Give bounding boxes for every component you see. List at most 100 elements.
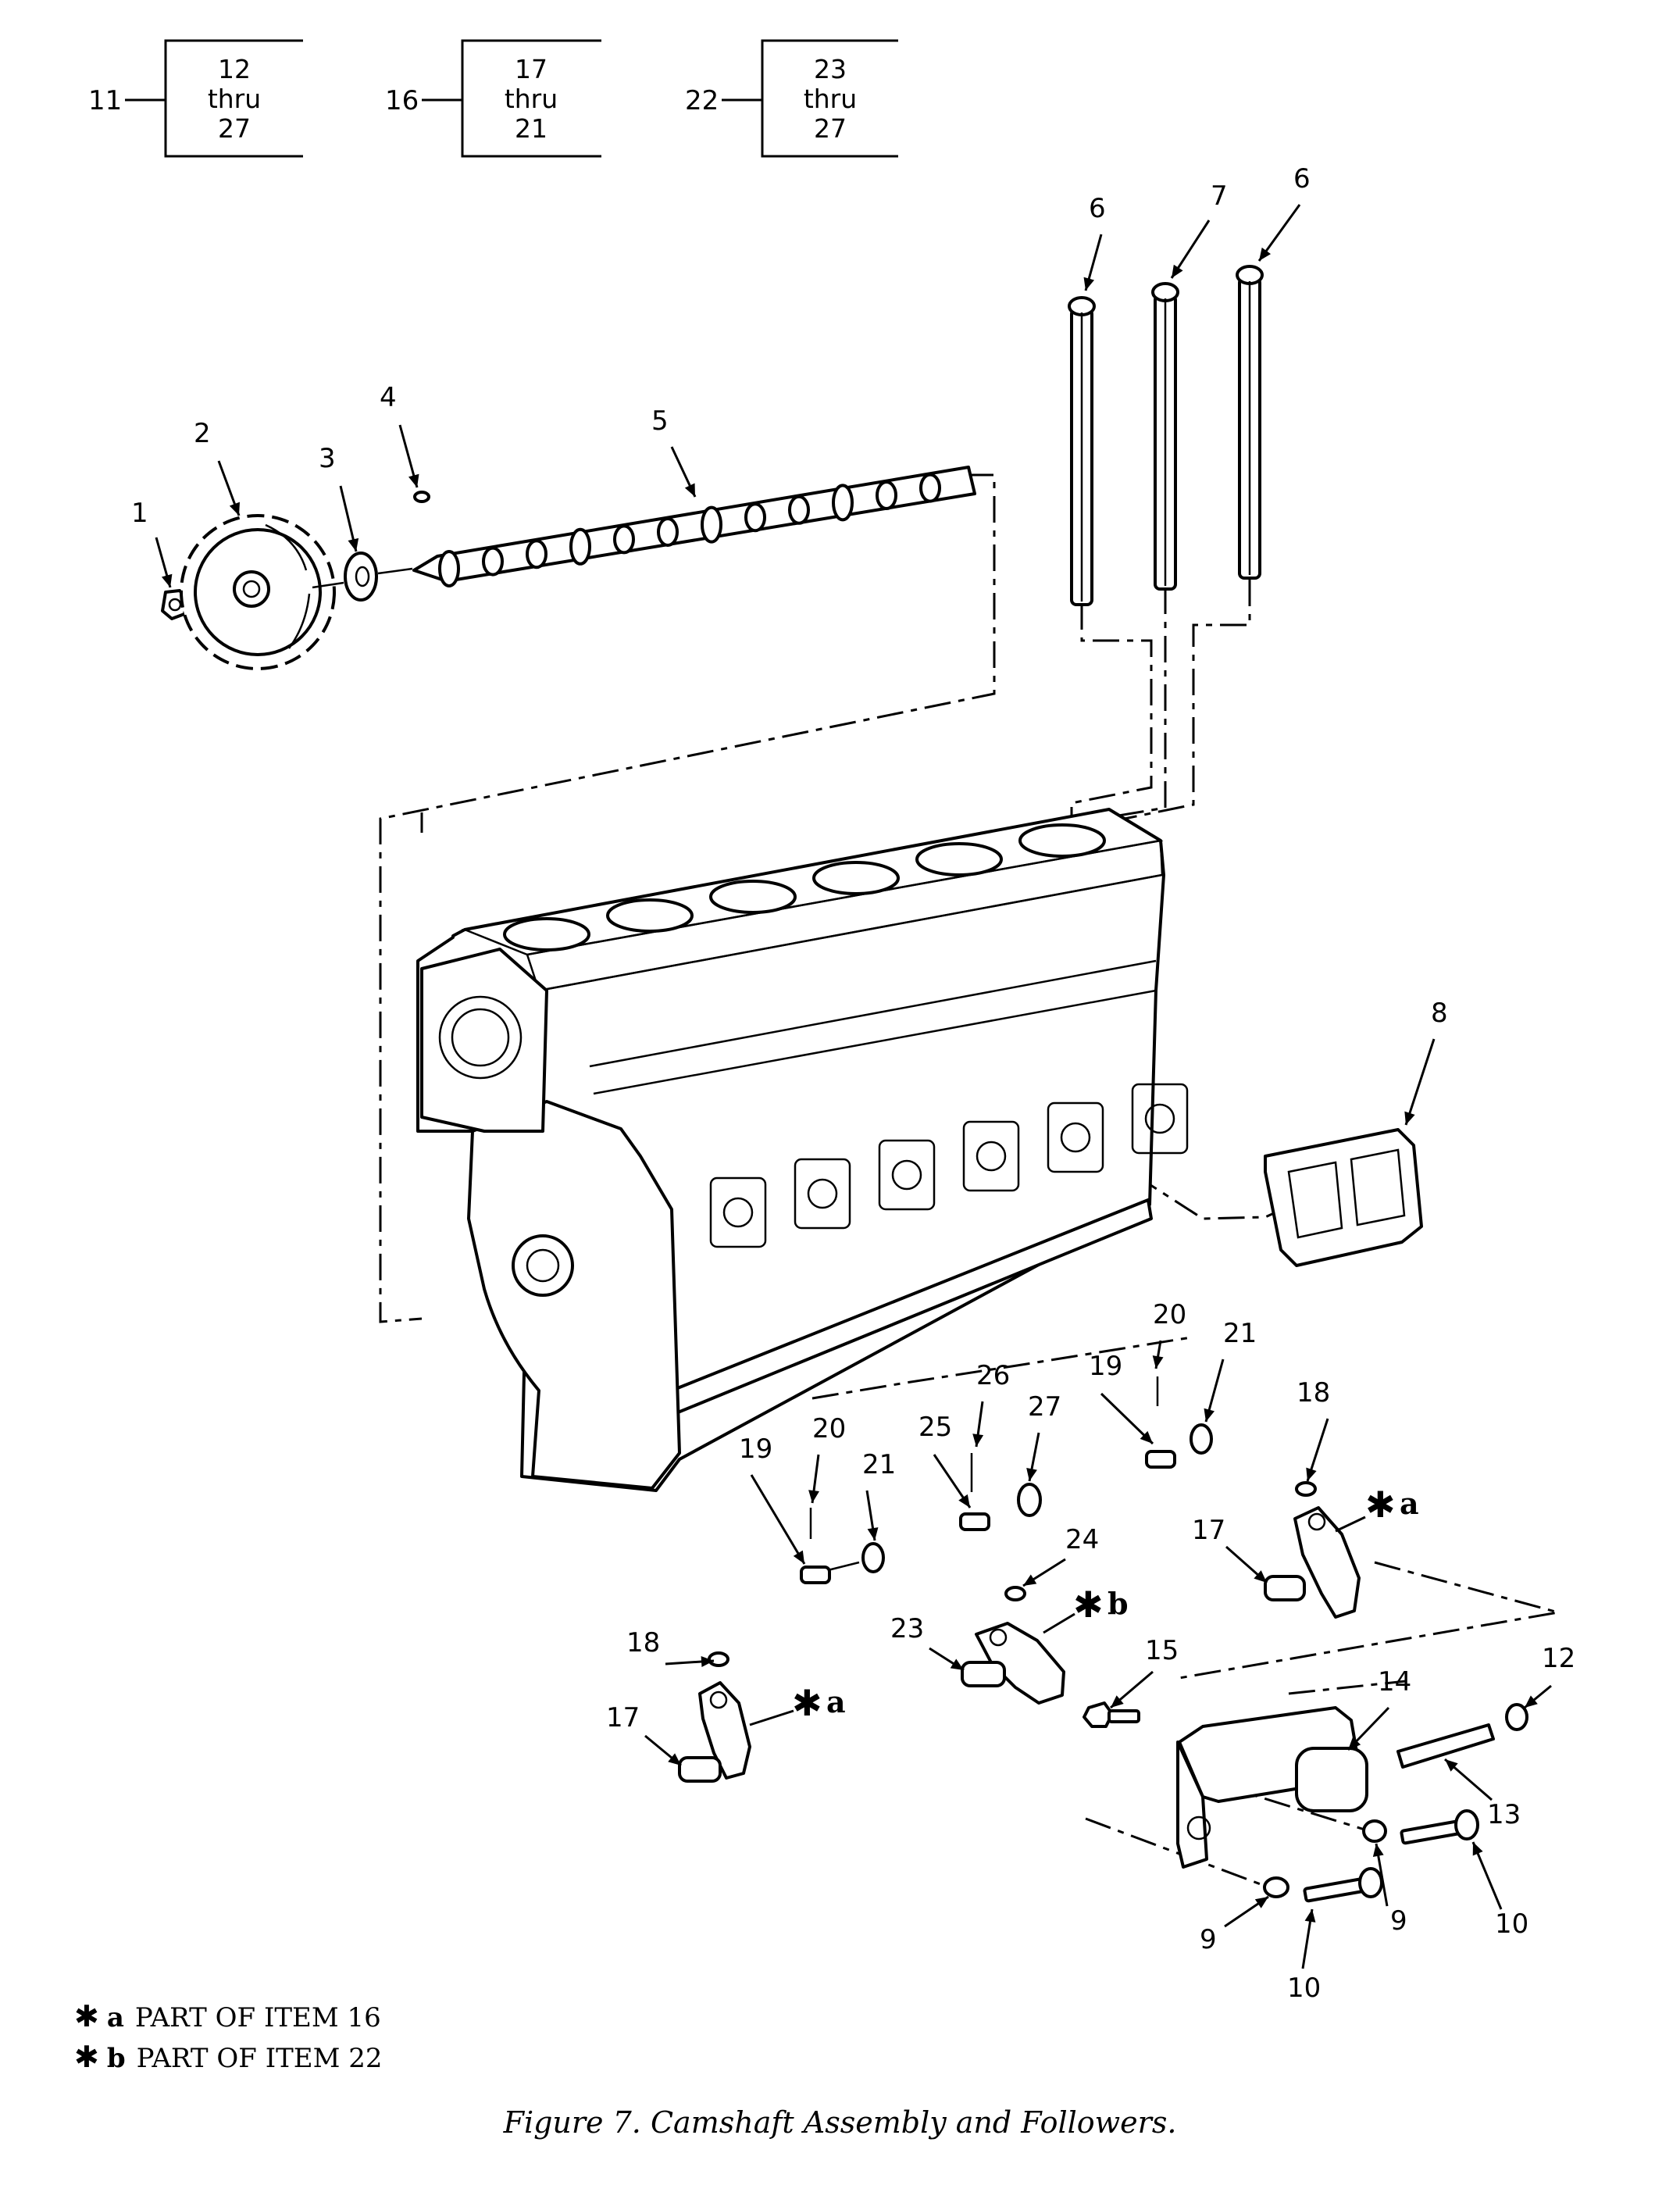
cam-lobe <box>876 480 897 510</box>
callout-number: 18 <box>1297 1377 1330 1408</box>
port-bore <box>1144 1103 1175 1134</box>
arrowhead <box>1404 1111 1415 1125</box>
callout-18: 18 <box>626 1627 715 1668</box>
arrowhead <box>1525 1695 1538 1708</box>
arrowhead <box>668 1753 681 1766</box>
callout-6: 6 <box>1257 163 1311 262</box>
arrowhead <box>1254 1897 1268 1908</box>
port-bore <box>722 1197 754 1228</box>
camshaft-5 <box>412 466 976 587</box>
callout-number: 20 <box>812 1413 846 1444</box>
arrowhead <box>1083 277 1095 291</box>
callout-20: 20 <box>1152 1299 1186 1369</box>
asterisk-tag-a-right: ✱ a <box>1335 1483 1419 1533</box>
arrowhead <box>1259 247 1272 261</box>
leader-line <box>750 1474 806 1565</box>
figure-caption: Figure 7. Camshaft Assembly and Follower… <box>503 2105 1177 2140</box>
arrowhead <box>1445 1759 1458 1772</box>
cam-lobe <box>744 502 766 533</box>
plug-12 <box>1505 1703 1528 1731</box>
callout-23: 23 <box>890 1613 965 1672</box>
box-line: thru <box>804 84 857 114</box>
push-rod-6-right <box>1236 265 1264 580</box>
cylinder-bore <box>1018 823 1106 858</box>
callout-21: 21 <box>1204 1318 1257 1423</box>
callout-number: 8 <box>1431 998 1448 1029</box>
callout-15: 15 <box>1110 1635 1179 1709</box>
box-line: 12 <box>218 54 251 84</box>
asterisk-tag-a-left: ✱ a <box>749 1682 846 1726</box>
callout-ref: 16 <box>385 85 419 116</box>
callout-number: 25 <box>918 1412 952 1443</box>
port-bore <box>1060 1122 1091 1153</box>
washer-9-right <box>1362 1819 1387 1843</box>
arrowhead <box>1348 1737 1361 1750</box>
asterisk-symbol: ✱ <box>792 1682 822 1724</box>
follower-lever-left-a <box>678 1651 751 1783</box>
arrowhead <box>808 1490 819 1503</box>
asterisk-symbol: ✱ <box>74 1999 99 2033</box>
arrowhead <box>1204 1408 1215 1422</box>
bolt-10-left <box>1303 1867 1383 1903</box>
box-line: thru <box>505 84 558 114</box>
callout-7: 7 <box>1170 180 1228 279</box>
cam-lobe <box>569 527 591 566</box>
callout-3: 3 <box>319 443 359 552</box>
callout-24: 24 <box>1022 1524 1099 1587</box>
callout-box-22: 22 23 thru 27 <box>685 39 898 158</box>
arrowhead <box>1254 1570 1267 1583</box>
cylinder-block <box>416 808 1189 1492</box>
callout-number: 14 <box>1378 1666 1411 1698</box>
cam-lobe <box>482 546 504 577</box>
port-bore <box>807 1178 838 1209</box>
callout-1: 1 <box>131 498 173 588</box>
follower-port <box>878 1139 936 1211</box>
asterisk-letter: a <box>826 1684 846 1719</box>
arrowhead <box>1023 1574 1037 1586</box>
follower-port <box>1131 1083 1189 1155</box>
callout-number: 17 <box>606 1702 640 1733</box>
cylinder-bore <box>709 880 797 914</box>
follower-lever-right-a <box>1264 1481 1361 1619</box>
callout-9: 9 <box>1200 1895 1269 1955</box>
arrowhead <box>684 483 695 497</box>
cylinder-bore <box>812 861 900 895</box>
callout-ref: 11 <box>88 85 122 116</box>
arrowhead <box>701 1656 714 1668</box>
callout-25: 25 <box>918 1412 972 1508</box>
bolt-15 <box>1083 1701 1140 1728</box>
follower-shaft-parts <box>800 1376 1213 1584</box>
arrowhead <box>867 1527 879 1541</box>
arrowhead <box>1111 1695 1124 1708</box>
callout-10: 10 <box>1471 1841 1528 1940</box>
legend-text: PART OF ITEM 16 <box>134 2002 381 2033</box>
callout-number: 21 <box>1223 1318 1257 1349</box>
callout-number: 10 <box>1495 1908 1528 1940</box>
box-line: 23 <box>814 54 847 84</box>
washer-9-left <box>1263 1876 1289 1898</box>
callout-number: 23 <box>890 1613 924 1644</box>
callout-number: 21 <box>862 1449 896 1480</box>
arrowhead <box>1140 1430 1153 1444</box>
callout-4: 4 <box>380 382 419 488</box>
callout-14: 14 <box>1346 1666 1411 1751</box>
cam-lobe <box>832 484 854 522</box>
callout-21: 21 <box>862 1449 896 1541</box>
arrowhead <box>950 1658 964 1670</box>
callout-number: 1 <box>131 498 148 529</box>
follower-lever-b <box>961 1586 1065 1705</box>
asterisk-symbol: ✱ <box>1073 1583 1104 1626</box>
follower-port <box>1047 1101 1104 1173</box>
legend-letter: b <box>106 2043 126 2074</box>
port-bore <box>976 1141 1007 1172</box>
callout-box-11: 11 12 thru 27 <box>88 39 303 158</box>
arrowhead <box>1304 1909 1316 1923</box>
callout-8: 8 <box>1404 998 1448 1126</box>
callout-box-16: 16 17 thru 21 <box>385 39 601 158</box>
cam-lobe <box>701 505 722 544</box>
callout-number: 26 <box>976 1360 1010 1391</box>
callout-number: 27 <box>1028 1391 1061 1423</box>
follower-port <box>962 1120 1020 1192</box>
